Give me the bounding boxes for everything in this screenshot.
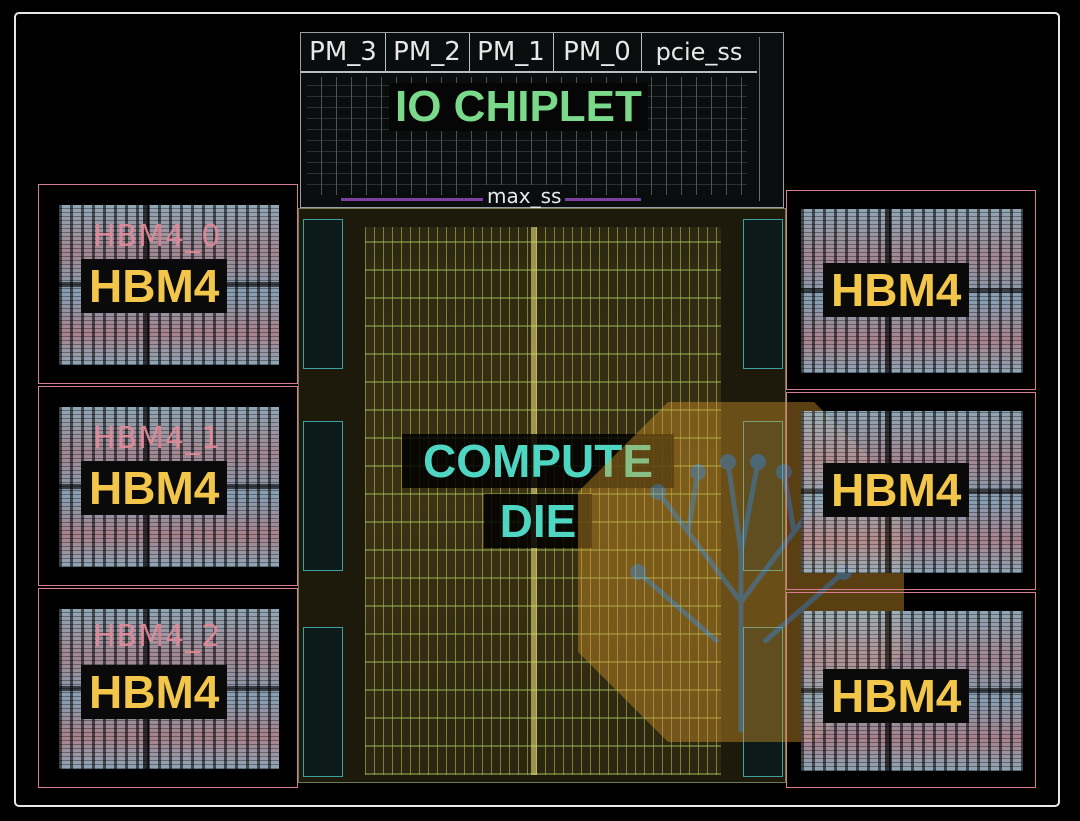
hbm-right-2: HBM4 [786,592,1036,788]
hbm-left-2: HBM4_2 HBM4 [38,588,298,788]
pm0-cell: PM_0 [553,33,642,71]
io-right-column [759,37,779,201]
hbm-left-1: HBM4_1 HBM4 [38,386,298,586]
hbm-label: HBM4 [823,263,970,317]
pcie-ss-cell: pcie_ss [655,38,743,66]
hbm-label: HBM4 [823,463,970,517]
die-left-block-bottom [303,627,343,777]
compute-die-title-line1: COMPUTE [402,434,674,488]
package-outline [14,12,1060,807]
hbm-name: HBM4_1 [93,421,222,456]
hbm-label: HBM4 [81,461,228,515]
io-top-divider [301,71,757,73]
hbm-right-0: HBM4 [786,190,1036,390]
compute-die-title-line2: DIE [484,494,592,548]
hbm-right-1: HBM4 [786,392,1036,590]
io-chiplet-title: IO CHIPLET [389,83,648,131]
hbm-label: HBM4 [81,665,228,719]
hbm-left-0: HBM4_0 HBM4 [38,184,298,384]
pm1-cell: PM_1 [469,33,554,71]
hbm-name: HBM4_2 [93,619,222,654]
max-ss-label: max_ss [483,185,566,207]
hbm-label: HBM4 [823,669,970,723]
pm3-cell: PM_3 [301,33,386,71]
die-left-block-top [303,219,343,369]
hbm-name: HBM4_0 [93,219,222,254]
die-right-block-top [743,219,783,369]
die-left-block-mid [303,421,343,571]
pm2-cell: PM_2 [385,33,470,71]
io-chiplet: PM_3 PM_2 PM_1 PM_0 pcie_ss IO CHIPLET m… [300,32,784,208]
hbm-label: HBM4 [81,259,228,313]
